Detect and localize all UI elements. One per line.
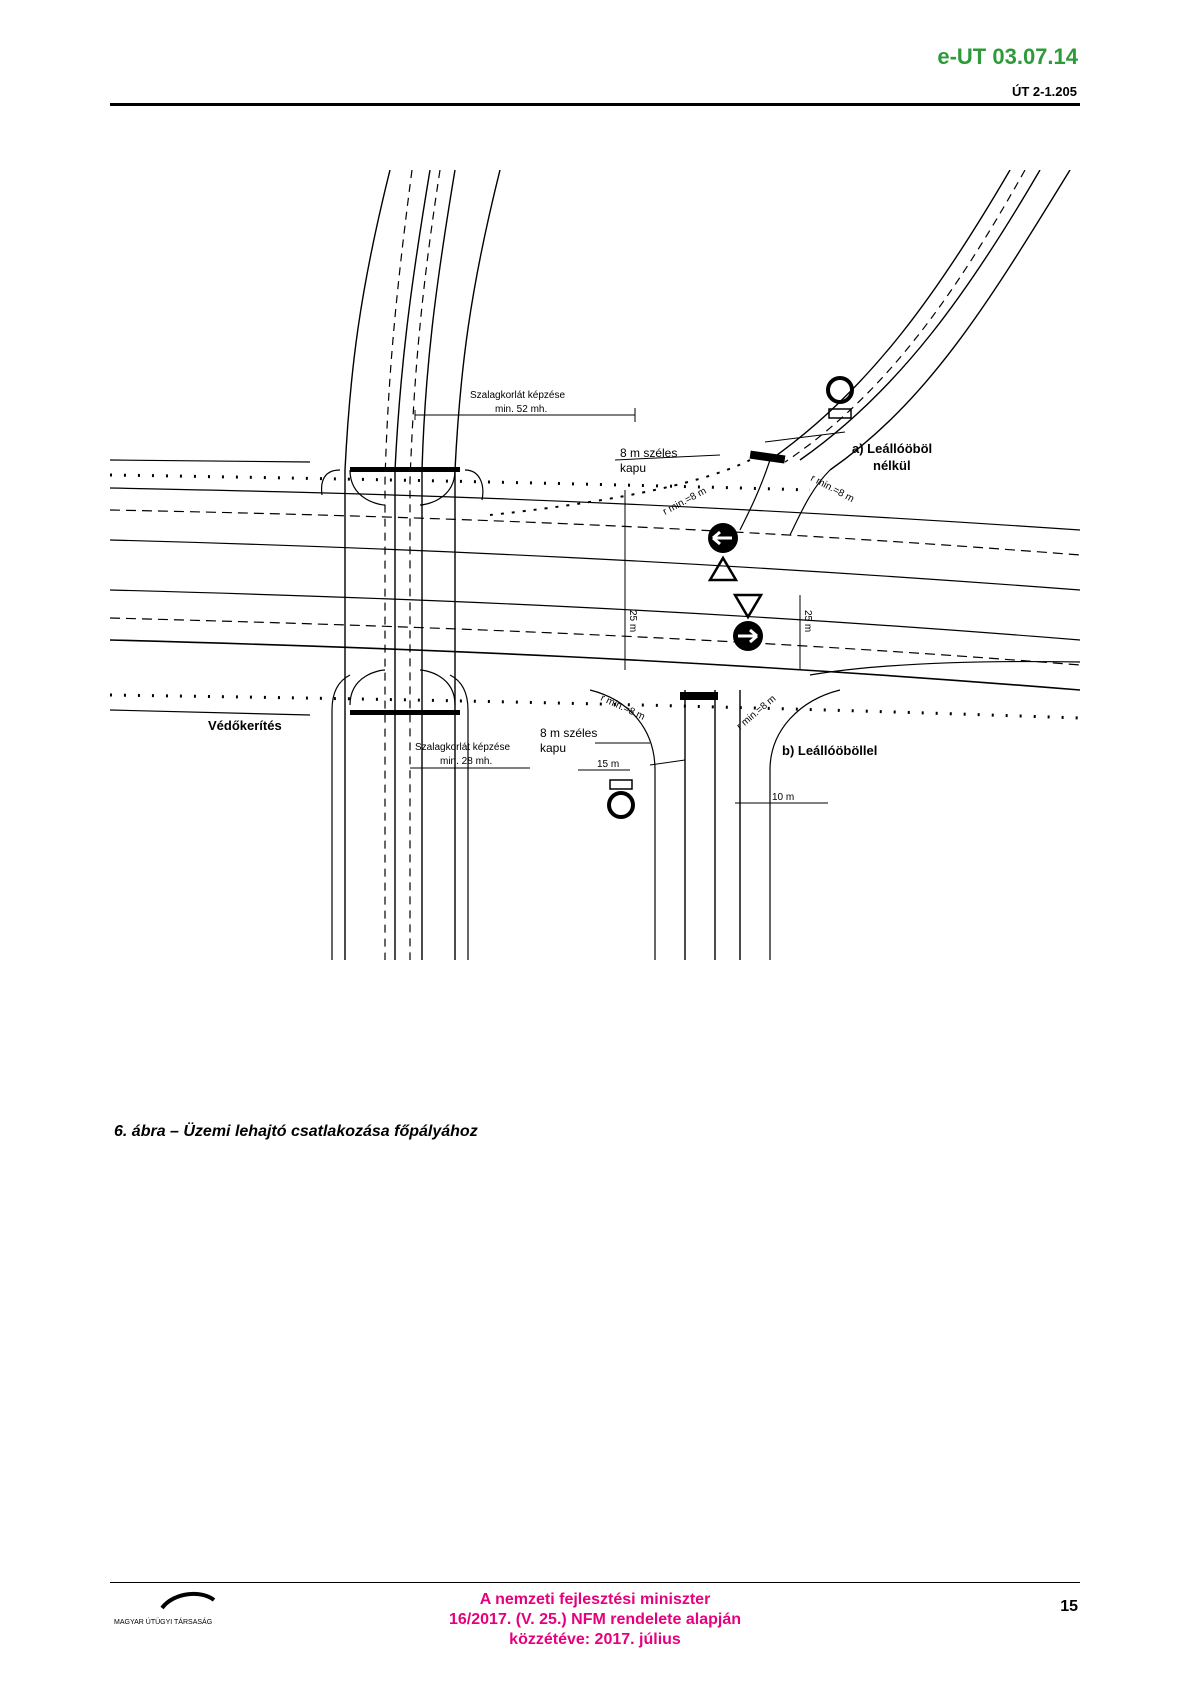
intersection-drawing: Szalagkorlát képzése min. 52 mh. 8 m szé… [110,170,1080,960]
footer-divider [110,1582,1080,1583]
gate-bar-bottom [680,692,718,700]
gate-top-label-line1: 8 m széles [620,446,677,460]
mandatory-left-sign-icon [708,523,738,553]
mut-logo-icon: MAGYAR ÚTÜGYI TÁRSASÁG [114,1591,216,1626]
no-entry-sign-bottom-icon [607,779,635,819]
median-barrier-top-line2: min. 52 mh. [495,404,547,415]
no-entry-sign-top-icon [826,376,854,419]
radius-bottom-left: r min.=8 m [599,693,647,723]
logo-text: MAGYAR ÚTÜGYI TÁRSASÁG [114,1617,212,1626]
yield-sign-icon [707,555,739,582]
publication-note-line1: A nemzeti fejlesztési miniszter [479,1591,711,1608]
gate-bar-top [749,450,786,464]
gate-bottom-label-line2: kapu [540,741,566,755]
variant-b-label: b) Leállóöböllel [782,743,877,758]
publication-note-line2: 16/2017. (V. 25.) NFM rendelete alapján [449,1611,741,1628]
dimension-25m-left: 25 m [627,610,638,632]
dimension-25m-right: 25 m [802,610,813,632]
publication-note: A nemzeti fejlesztési miniszter 16/2017.… [0,1590,1190,1650]
gate-top-label-line2: kapu [620,461,646,475]
variant-a-label-line1: a) Leállóöböl [852,441,932,456]
median-barrier-top-line1: Szalagkorlát képzése [470,390,565,401]
radius-top-left: r min.=8 m [661,486,708,518]
median-barrier-bottom-line2: min. 28 mh. [440,756,492,767]
variant-a-label-line2: nélkül [873,458,911,473]
standard-number: ÚT 2-1.205 [1011,84,1077,99]
fence-label: Védőkerítés [208,718,282,733]
page-number: 15 [1060,1598,1078,1615]
median-barrier-bottom-line1: Szalagkorlát képzése [415,742,510,753]
publication-note-line3: közzétéve: 2017. július [509,1631,681,1648]
document-code: e-UT 03.07.14 [937,44,1078,69]
yield-sign-inverted-icon [732,593,764,620]
dimension-15m: 15 m [597,759,619,770]
dimension-10m: 10 m [772,792,794,803]
mandatory-right-sign-icon [733,621,763,651]
radius-bottom-right: r min.=8 m [735,693,778,732]
figure-caption: 6. ábra – Üzemi lehajtó csatlakozása főp… [114,1123,478,1140]
radius-top-right: r min.=8 m [809,473,856,505]
header-divider [110,103,1080,106]
gate-bottom-label-line1: 8 m széles [540,726,597,740]
